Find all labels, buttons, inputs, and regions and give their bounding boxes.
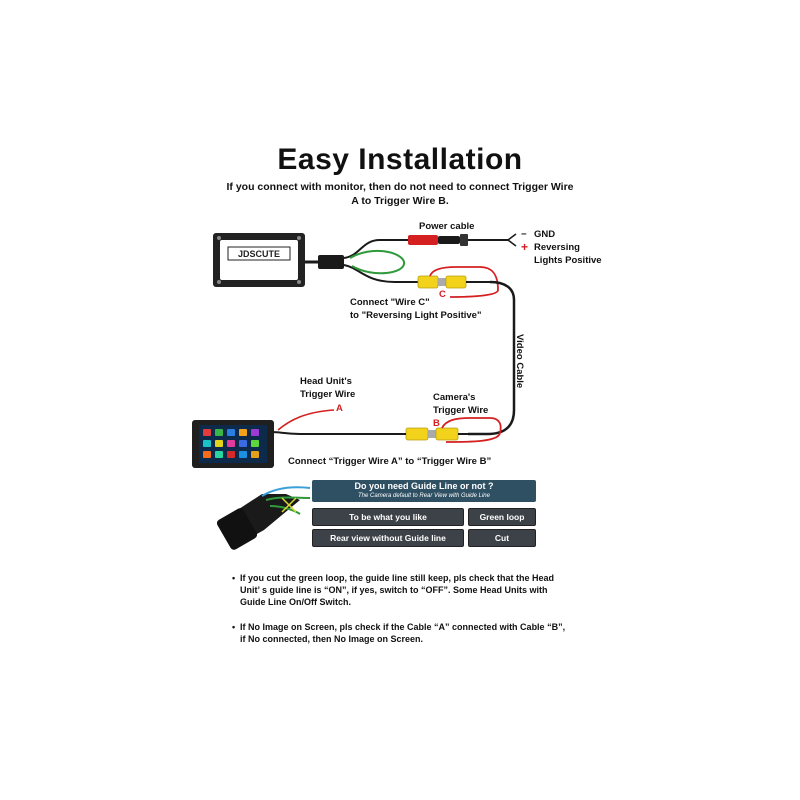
guide-line-panel-header: Do you need Guide Line or not ? The Came…: [312, 480, 536, 502]
head-unit: [192, 420, 274, 468]
connect-wire-c-line1: Connect "Wire C": [350, 297, 430, 308]
bottom-rca-connector: [405, 427, 459, 441]
trigger-wire-b: [441, 417, 502, 443]
head-unit-video-cable: [271, 431, 406, 435]
notes-list: If you cut the green loop, the guide lin…: [232, 572, 572, 645]
positive-plus-sign: +: [521, 240, 529, 254]
top-rca-connector: [417, 275, 467, 289]
wire-c: [429, 266, 499, 298]
page-title: Easy Installation: [277, 143, 523, 176]
note-no-image: If No Image on Screen, pls check if the …: [232, 621, 572, 645]
head-unit-trigger-line1: Head Unit's: [300, 376, 352, 387]
power-lead-split: [507, 233, 517, 247]
trigger-a-marker: A: [336, 403, 343, 414]
camera-logo: JDSCUTE: [238, 249, 280, 259]
head-unit-trigger-line2: Trigger Wire: [300, 389, 356, 400]
page-subtitle: If you connect with monitor, then do not…: [226, 181, 574, 207]
video-cable: [468, 280, 516, 436]
reversing-label: Reversing: [534, 242, 580, 253]
action-cut: Cut: [468, 529, 536, 547]
connect-wire-c-line2: to "Reversing Light Positive": [350, 310, 482, 321]
trigger-b-marker: B: [433, 418, 440, 429]
license-plate-camera: JDSCUTE: [213, 233, 305, 287]
trigger-wire-a: [277, 409, 335, 431]
power-branch-cable: [343, 239, 410, 259]
power-connector: [408, 234, 468, 246]
camera-trigger-line1: Camera's: [433, 392, 476, 403]
gnd-minus-sign: −: [521, 229, 527, 240]
cable-splitter: [318, 255, 344, 269]
option-no-guide-line: Rear view without Guide line: [312, 529, 464, 547]
lights-positive-label: Lights Positive: [534, 255, 602, 266]
note-guide-line: If you cut the green loop, the guide lin…: [232, 572, 572, 608]
connect-trigger-instruction: Connect “Trigger Wire A” to “Trigger Wir…: [288, 456, 492, 467]
guide-line-question: Do you need Guide Line or not ?: [354, 481, 494, 491]
video-branch-cable: [343, 264, 418, 283]
camera-trigger-line2: Trigger Wire: [433, 405, 489, 416]
action-green-loop: Green loop: [468, 508, 536, 526]
gnd-label: GND: [534, 229, 556, 240]
power-cable-label: Power cable: [419, 221, 475, 232]
green-guide-loop-wire: [349, 250, 405, 275]
video-cable-label: Video Cable: [514, 334, 525, 389]
green-loop-closeup: [216, 486, 311, 550]
option-keep-guide-line: To be what you like: [312, 508, 464, 526]
wire-c-marker: C: [439, 289, 446, 300]
guide-line-default-note: The Camera default to Rear View with Gui…: [358, 493, 490, 499]
